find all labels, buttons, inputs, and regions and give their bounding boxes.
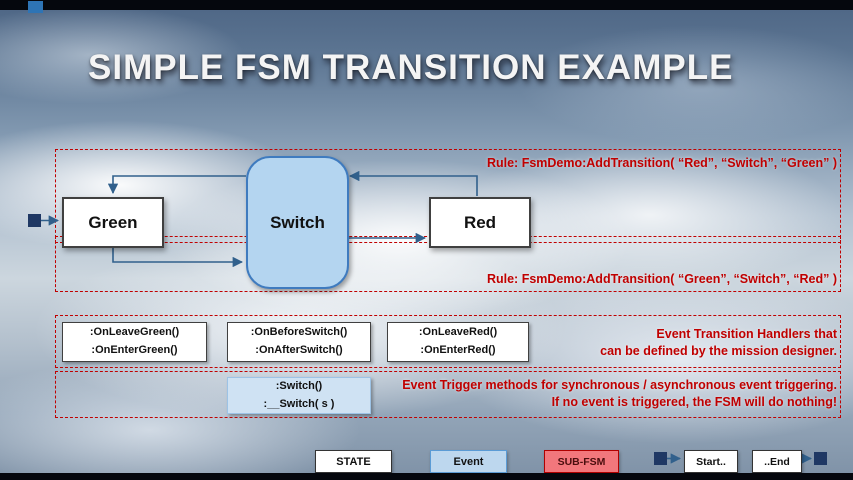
handler-green-line2: :OnEnterGreen()	[91, 344, 178, 356]
handler-switch-line1: :OnBeforeSwitch()	[250, 326, 348, 339]
triggers-note: Event Trigger methods for synchronous / …	[402, 377, 837, 411]
legend-event-box: Event	[430, 450, 507, 473]
handlers-note-line2: can be defined by the mission designer.	[600, 343, 837, 358]
handler-red-line2: :OnEnterRed()	[420, 344, 496, 356]
trigger-line1: :Switch()	[275, 379, 323, 392]
top-black-bar	[0, 0, 853, 10]
top-accent-square	[28, 1, 43, 13]
legend-start-label: Start..	[684, 450, 738, 473]
handlers-note: Event Transition Handlers that can be de…	[600, 326, 837, 360]
legend-start-square	[654, 452, 667, 465]
legend-end-label: ..End	[752, 450, 802, 473]
legend-state-box: STATE	[315, 450, 392, 473]
state-node-green: Green	[62, 197, 164, 248]
rule-bottom-text: Rule: FsmDemo:AddTransition( “Green”, “S…	[486, 272, 837, 286]
bottom-black-bar	[0, 473, 853, 480]
state-node-red: Red	[429, 197, 531, 248]
handler-box-switch: :OnBeforeSwitch() :OnAfterSwitch()	[227, 322, 371, 362]
triggers-note-line1: Event Trigger methods for synchronous / …	[402, 378, 837, 392]
handlers-frame	[55, 315, 841, 368]
handler-switch-line2: :OnAfterSwitch()	[255, 344, 343, 356]
handler-box-green: :OnLeaveGreen() :OnEnterGreen()	[62, 322, 207, 362]
rule-top-text: Rule: FsmDemo:AddTransition( “Red”, “Swi…	[486, 156, 837, 170]
trigger-line2: :__Switch( s )	[263, 397, 335, 410]
handler-green-line1: :OnLeaveGreen()	[89, 326, 180, 339]
triggers-frame	[55, 371, 841, 418]
handler-box-red: :OnLeaveRed() :OnEnterRed()	[387, 322, 529, 362]
page-title: SIMPLE FSM TRANSITION EXAMPLE	[88, 48, 734, 87]
handlers-note-line1: Event Transition Handlers that	[656, 327, 837, 341]
legend-end-square	[814, 452, 827, 465]
triggers-note-line2: If no event is triggered, the FSM will d…	[551, 394, 837, 409]
trigger-box-switch: :Switch() :__Switch( s )	[227, 377, 371, 414]
event-node-switch: Switch	[246, 156, 349, 289]
start-marker-square	[28, 214, 41, 227]
handler-red-line1: :OnLeaveRed()	[418, 326, 498, 339]
legend-subfsm-box: SUB-FSM	[544, 450, 619, 473]
